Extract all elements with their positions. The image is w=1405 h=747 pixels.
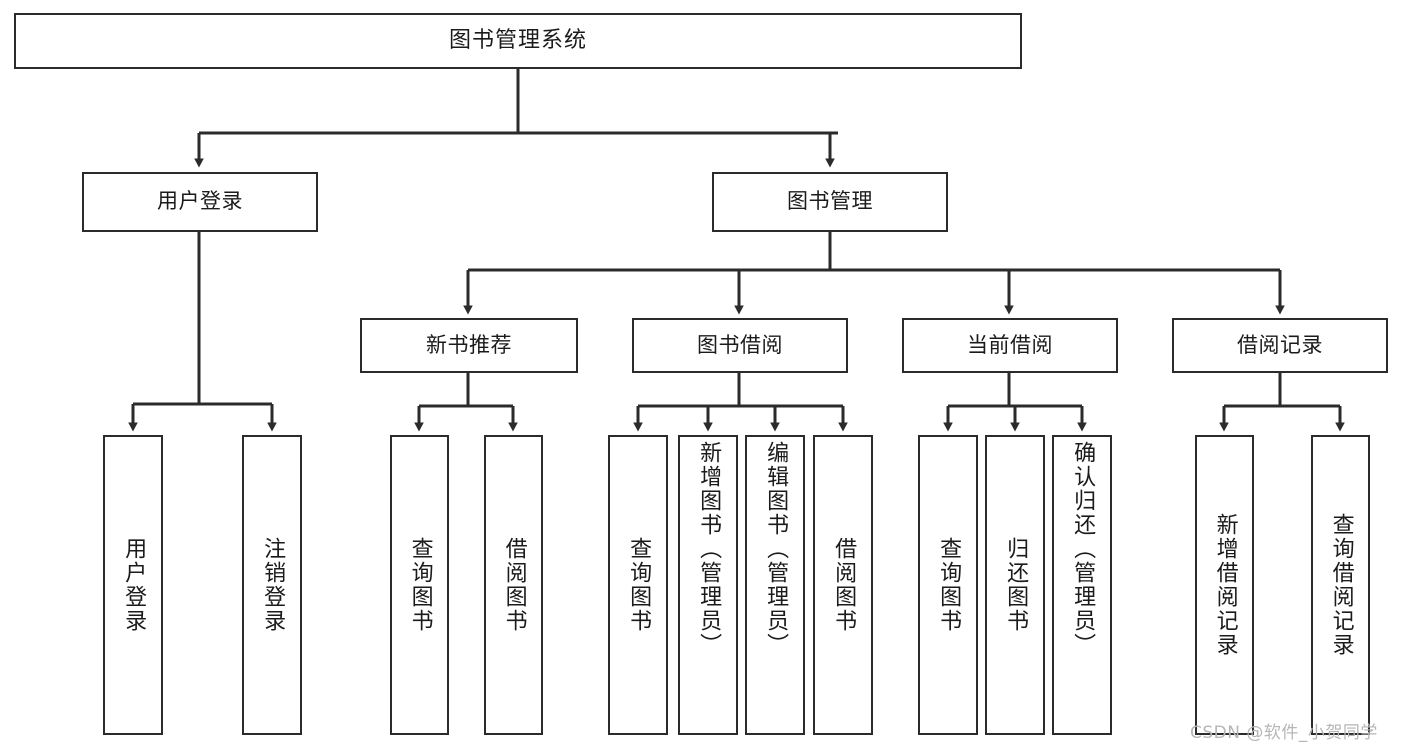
node-borrow-record-label: 借阅记录 xyxy=(1237,332,1323,357)
leaf-borrow-edit-book[interactable]: 编辑图书（管理员） xyxy=(745,435,805,735)
leaf-current-query-book-label: 查询图书 xyxy=(936,537,962,633)
node-book-borrow[interactable]: 图书借阅 xyxy=(632,318,848,373)
leaf-borrow-borrow-book-label: 借阅图书 xyxy=(831,537,857,633)
node-new-book-recommend[interactable]: 新书推荐 xyxy=(360,318,578,373)
node-root-system-label: 图书管理系统 xyxy=(448,27,587,53)
node-user-login[interactable]: 用户登录 xyxy=(82,172,318,232)
node-book-borrow-label: 图书借阅 xyxy=(697,332,783,357)
leaf-user-login-login[interactable]: 用户登录 xyxy=(103,435,163,735)
leaf-user-login-logout-label: 注销登录 xyxy=(260,537,286,633)
leaf-recommend-query-book[interactable]: 查询图书 xyxy=(390,435,449,735)
node-new-book-recommend-label: 新书推荐 xyxy=(426,332,512,357)
leaf-recommend-borrow-book-label: 借阅图书 xyxy=(501,537,527,633)
leaf-recommend-query-book-label: 查询图书 xyxy=(407,537,433,633)
leaf-borrow-query-book[interactable]: 查询图书 xyxy=(608,435,668,735)
leaf-record-query-record-label: 查询借阅记录 xyxy=(1328,513,1354,657)
leaf-borrow-add-book-label: 新增图书（管理员） xyxy=(696,441,722,657)
leaf-current-confirm-return[interactable]: 确认归还（管理员） xyxy=(1052,435,1112,735)
leaf-user-login-login-label: 用户登录 xyxy=(121,537,147,633)
node-book-manage[interactable]: 图书管理 xyxy=(712,172,948,232)
leaf-current-query-book[interactable]: 查询图书 xyxy=(918,435,978,735)
node-current-borrow-label: 当前借阅 xyxy=(967,332,1053,357)
leaf-record-add-record[interactable]: 新增借阅记录 xyxy=(1195,435,1254,735)
leaf-user-login-logout[interactable]: 注销登录 xyxy=(242,435,302,735)
leaf-current-return-book-label: 归还图书 xyxy=(1003,537,1029,633)
leaf-borrow-edit-book-label: 编辑图书（管理员） xyxy=(763,441,789,657)
leaf-borrow-add-book[interactable]: 新增图书（管理员） xyxy=(678,435,738,735)
node-root-system[interactable]: 图书管理系统 xyxy=(14,13,1022,69)
leaf-current-return-book[interactable]: 归还图书 xyxy=(985,435,1045,735)
leaf-current-confirm-return-label: 确认归还（管理员） xyxy=(1070,441,1096,657)
leaf-borrow-borrow-book[interactable]: 借阅图书 xyxy=(813,435,873,735)
node-user-login-label: 用户登录 xyxy=(157,189,243,214)
node-borrow-record[interactable]: 借阅记录 xyxy=(1172,318,1388,373)
leaf-record-add-record-label: 新增借阅记录 xyxy=(1212,513,1238,657)
csdn-watermark: CSDN @软件_小贺同学 xyxy=(1190,723,1378,743)
leaf-recommend-borrow-book[interactable]: 借阅图书 xyxy=(484,435,543,735)
leaf-record-query-record[interactable]: 查询借阅记录 xyxy=(1311,435,1370,735)
node-current-borrow[interactable]: 当前借阅 xyxy=(902,318,1118,373)
leaf-borrow-query-book-label: 查询图书 xyxy=(626,537,652,633)
node-book-manage-label: 图书管理 xyxy=(787,189,873,214)
